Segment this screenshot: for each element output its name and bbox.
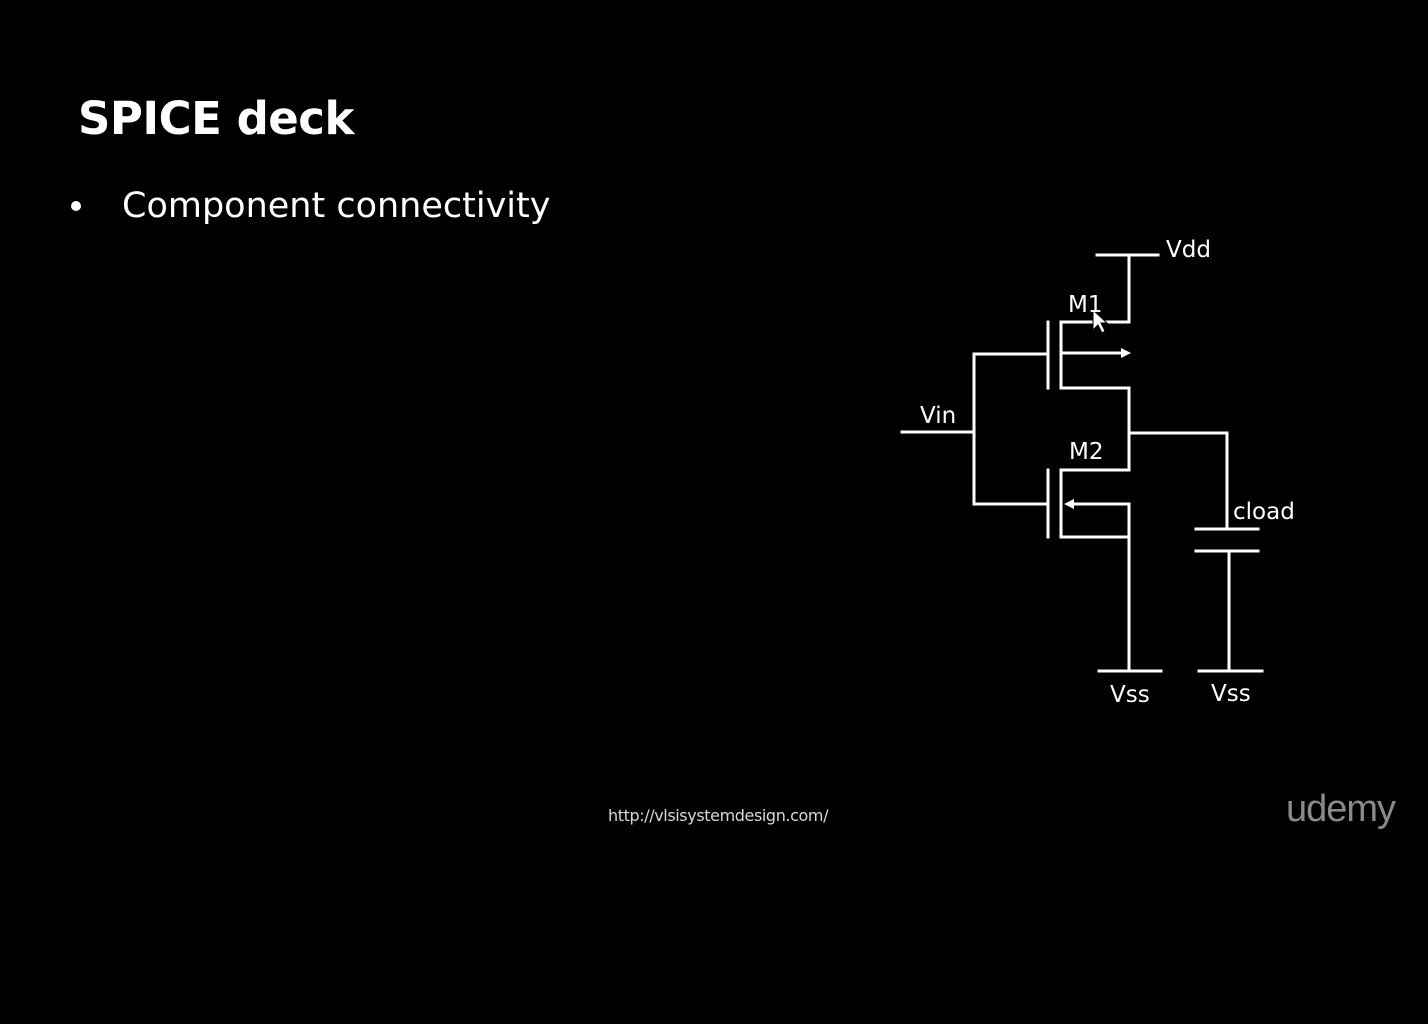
vss-left-label: Vss	[1110, 682, 1150, 708]
mouse-cursor-icon	[1092, 308, 1109, 334]
m2-body-arrow-icon	[1064, 499, 1074, 509]
vdd-label: Vdd	[1166, 237, 1211, 263]
bullet-list: Component connectivity	[66, 186, 550, 226]
bullet-text: Component connectivity	[122, 186, 551, 226]
m2-label: M2	[1069, 439, 1103, 465]
slide-title: SPICE deck	[78, 92, 354, 145]
m1-body-arrow-icon	[1121, 348, 1131, 358]
bullet-item: Component connectivity	[66, 186, 550, 226]
m1-label: M1	[1068, 292, 1102, 318]
vss-right-label: Vss	[1211, 681, 1251, 707]
vin-label: Vin	[920, 403, 956, 429]
udemy-logo: udemy	[1286, 788, 1396, 830]
footer-url: http://vlsisystemdesign.com/	[608, 806, 829, 825]
cload-label: cload	[1233, 499, 1295, 525]
bullet-dot-icon	[71, 201, 81, 211]
